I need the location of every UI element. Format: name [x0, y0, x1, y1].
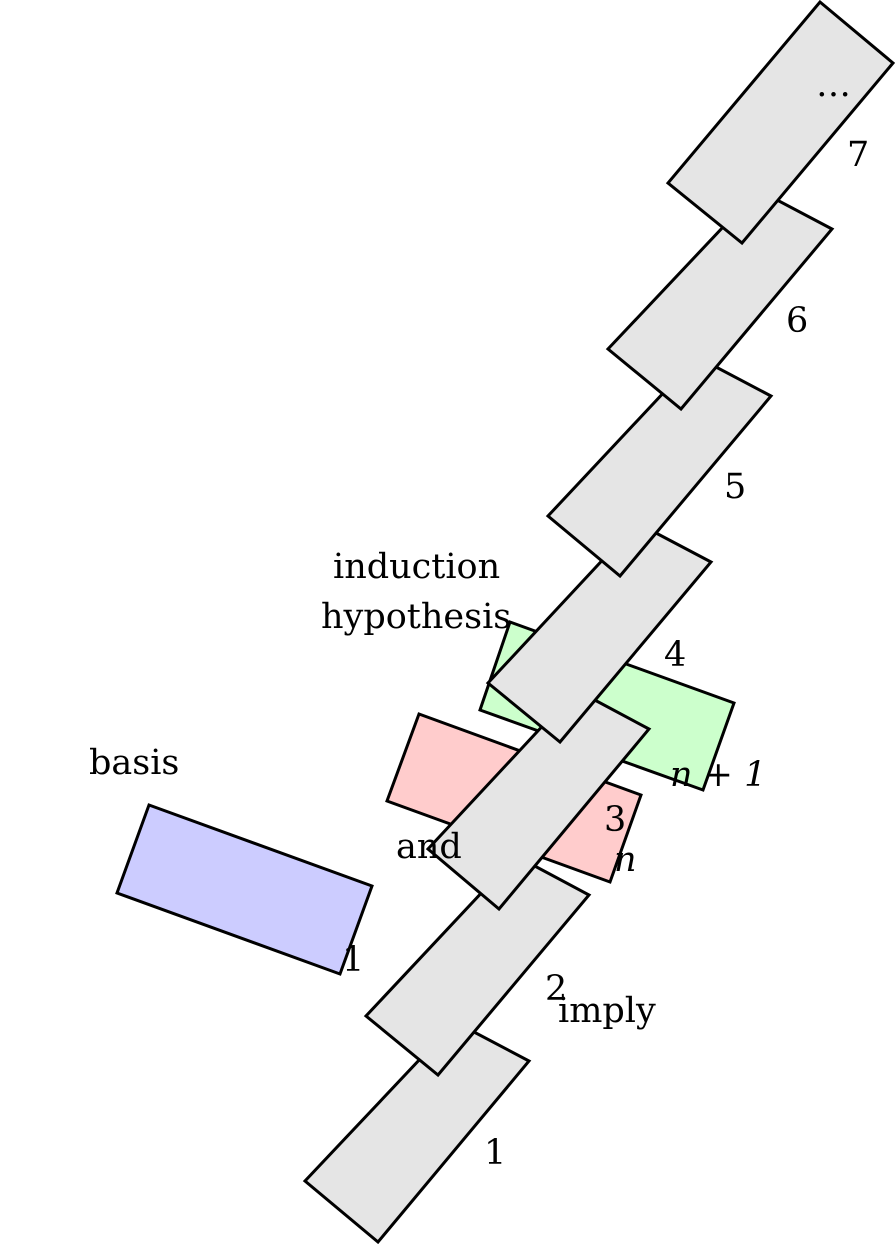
- domino-1-label: 1: [484, 1133, 506, 1173]
- hypothesis-title-line2: hypothesis: [321, 597, 511, 637]
- domino-2: [363, 854, 592, 1078]
- domino-5: [545, 355, 774, 579]
- domino-7: [665, 0, 895, 246]
- domino-4-label: 4: [664, 635, 686, 675]
- domino-1: [302, 1020, 532, 1244]
- hypothesis-title-line1: induction: [333, 547, 500, 587]
- domino-ellipsis-label: …: [816, 65, 851, 105]
- domino-7-label: 7: [847, 135, 869, 175]
- domino-4: [485, 521, 714, 745]
- assumption-label: n: [614, 840, 637, 880]
- assumption-title: and: [396, 827, 462, 867]
- imply-text: imply: [558, 991, 656, 1031]
- domino-5-label: 5: [724, 467, 746, 507]
- basis-rect: [115, 803, 374, 976]
- domino-6-label: 6: [786, 301, 808, 341]
- basis-label: 1: [342, 940, 364, 980]
- domino-6: [605, 188, 835, 412]
- domino-3-label: 3: [604, 800, 626, 840]
- domino-2-label: 2: [545, 969, 567, 1009]
- basis-title: basis: [89, 743, 179, 783]
- hypothesis-label: n + 1: [670, 755, 766, 795]
- domino-3: [425, 688, 652, 912]
